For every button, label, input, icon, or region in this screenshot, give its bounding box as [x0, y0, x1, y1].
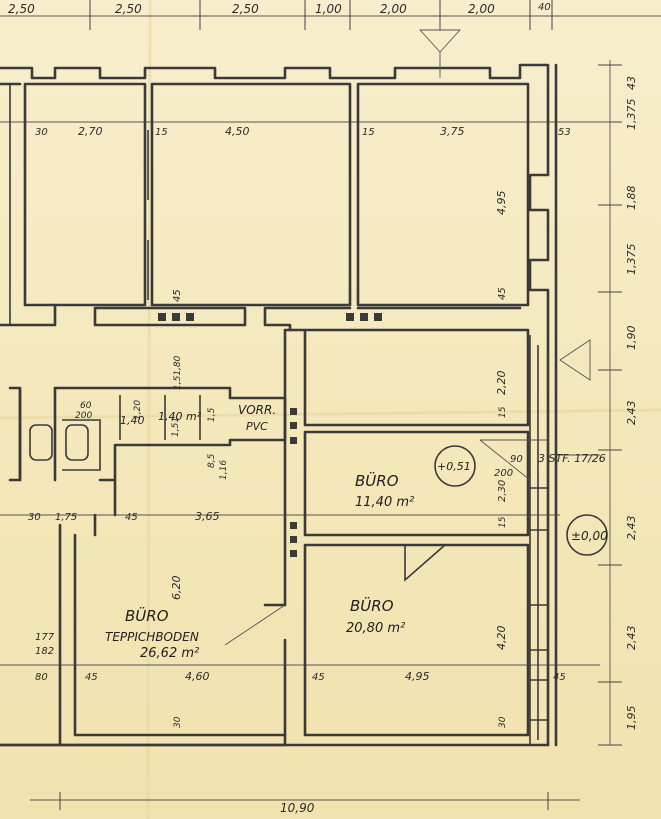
room-top-left	[9, 82, 147, 326]
dim-label: 200	[494, 468, 513, 479]
dim-label: 4,95	[405, 670, 430, 683]
dim-label: 45	[172, 289, 183, 302]
dim-label: 8,5	[207, 453, 217, 468]
dim-label: 30	[28, 512, 41, 523]
dim-label: 30	[173, 716, 183, 728]
corridor-wall	[0, 303, 522, 332]
dim-label: 45	[125, 512, 138, 523]
level-marker	[566, 514, 608, 556]
dim-label: 182	[35, 646, 54, 657]
dim-label: 2,50	[8, 2, 35, 16]
dim-label: 1,40	[120, 414, 145, 427]
dim-label: 53	[558, 127, 571, 138]
dim-label: 1,375	[625, 99, 638, 131]
dim-label: 2,70	[78, 125, 103, 138]
dim-label: 15	[362, 127, 375, 138]
buero-20-80	[303, 543, 530, 737]
dim-label: 30	[498, 716, 508, 728]
room-top-center	[147, 82, 352, 307]
exterior-wall-top	[0, 63, 558, 747]
dim-label: 80	[35, 672, 48, 683]
dim-label: 1,88	[625, 186, 638, 211]
room-sub: TEPPICHBODEN	[105, 630, 199, 644]
dim-label: 3,75	[440, 125, 465, 138]
dim-label: 4,60	[185, 670, 210, 683]
dim-label: 1,75	[55, 512, 77, 523]
dim-label: 1,20	[133, 400, 143, 420]
dim-label: 3,65	[195, 510, 220, 523]
dim-label: 2,43	[625, 626, 638, 651]
wc-block	[8, 386, 287, 482]
level-label: +0,51	[437, 460, 471, 473]
dim-label: 1,51	[171, 417, 181, 437]
room-area: 11,40 m²	[355, 495, 414, 510]
dim-label: 1,00	[315, 2, 342, 16]
dim-label: 90	[510, 454, 523, 465]
room-sub: PVC	[246, 420, 268, 433]
dim-label: 2,50	[115, 2, 142, 16]
dim-label: 2,43	[625, 401, 638, 426]
paper-fold-line	[0, 408, 661, 420]
dim-label: 1,16	[219, 460, 229, 480]
dim-label: 200	[75, 411, 92, 421]
dim-label: 15	[498, 406, 508, 418]
dim-label: 4,20	[495, 626, 508, 651]
room-area: 1,40 m²	[158, 410, 202, 423]
dim-label: 4,95	[495, 191, 508, 216]
dim-label: 2,30	[497, 480, 508, 502]
dim-label: 1,95	[625, 706, 638, 731]
buero-11-40	[303, 430, 530, 537]
room-name: VORR.	[238, 403, 276, 417]
dim-label: 1,51,80	[173, 355, 183, 390]
dim-label: 1,90	[625, 326, 638, 351]
dim-label: 2,00	[468, 2, 495, 16]
room-name: BÜRO	[355, 471, 399, 490]
dim-label: 15	[498, 516, 508, 528]
dim-label: 2,20	[495, 371, 508, 396]
room-name: BÜRO	[125, 606, 169, 625]
dim-label: 1,5	[207, 407, 217, 422]
room-area: 26,62 m²	[140, 646, 199, 661]
room-area: 20,80 m²	[346, 621, 405, 636]
stair-area	[418, 29, 600, 745]
dim-label: 45	[553, 672, 566, 683]
dim-label: 40	[538, 2, 551, 13]
dim-bottom-total: 10,90	[280, 801, 315, 815]
dim-label: 4,50	[225, 125, 250, 138]
dim-label: 177	[35, 632, 55, 643]
room-name: BÜRO	[350, 596, 394, 615]
dim-label: 45	[497, 287, 508, 300]
level-marker	[434, 445, 476, 487]
dim-label: 2,43	[625, 516, 638, 541]
level-label: ±0,00	[571, 529, 608, 543]
dim-label: 45	[85, 672, 98, 683]
dim-label: 43	[625, 76, 638, 90]
dim-label: 45	[312, 672, 325, 683]
dim-label: 2,00	[380, 2, 407, 16]
dim-label: 1,375	[625, 244, 638, 276]
room-top-right	[356, 82, 530, 307]
dim-label: 6,20	[170, 576, 183, 601]
dim-label: 2,50	[232, 2, 259, 16]
dim-label: 60	[80, 401, 92, 411]
stairs-label: 3 STF. 17/26	[538, 452, 606, 465]
dim-label: 30	[35, 127, 48, 138]
dim-label: 15	[155, 127, 168, 138]
room-right-small	[283, 328, 530, 607]
paper-fold-line	[146, 0, 152, 819]
